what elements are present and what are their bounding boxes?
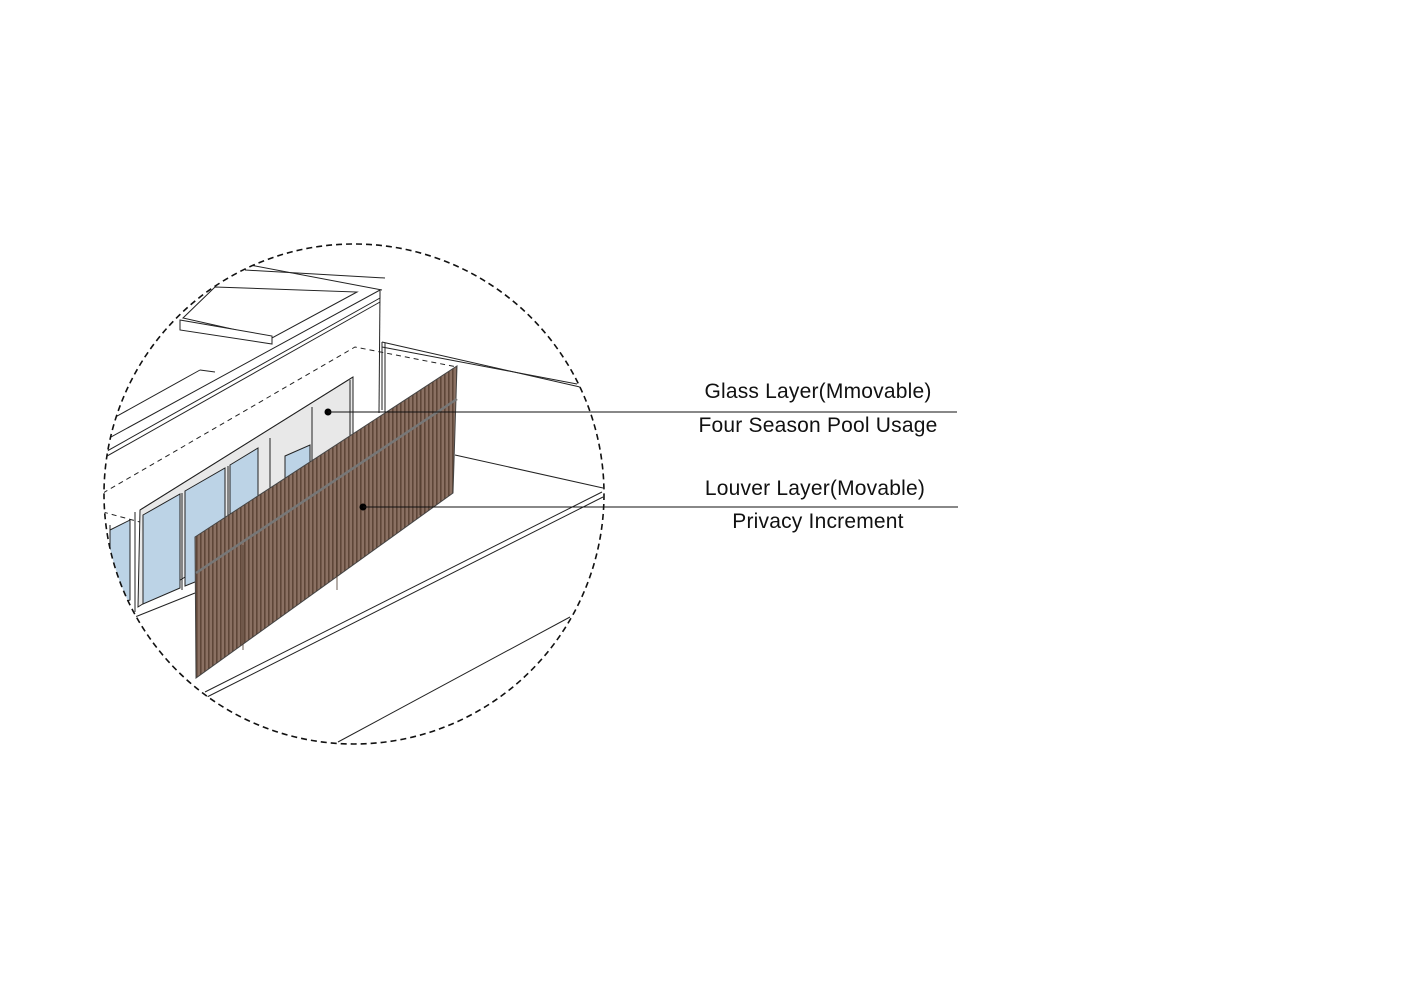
glass-layer-title: Glass Layer(Mmovable) (704, 380, 932, 403)
louver-rail (195, 397, 458, 575)
roof-element (179, 319, 273, 345)
louver-layer-subtitle: Privacy Increment (732, 510, 904, 533)
glass-layer-subtitle: Four Season Pool Usage (698, 414, 938, 437)
dashed-edge (104, 346, 458, 494)
detail-circle (103, 243, 605, 745)
building-isometric (104, 264, 604, 743)
glass-pane (142, 493, 181, 605)
leader-louver (359, 503, 958, 511)
leader-glass (324, 408, 957, 416)
louver-layer-title: Louver Layer(Movable) (704, 477, 926, 500)
glass-pane (109, 519, 131, 611)
